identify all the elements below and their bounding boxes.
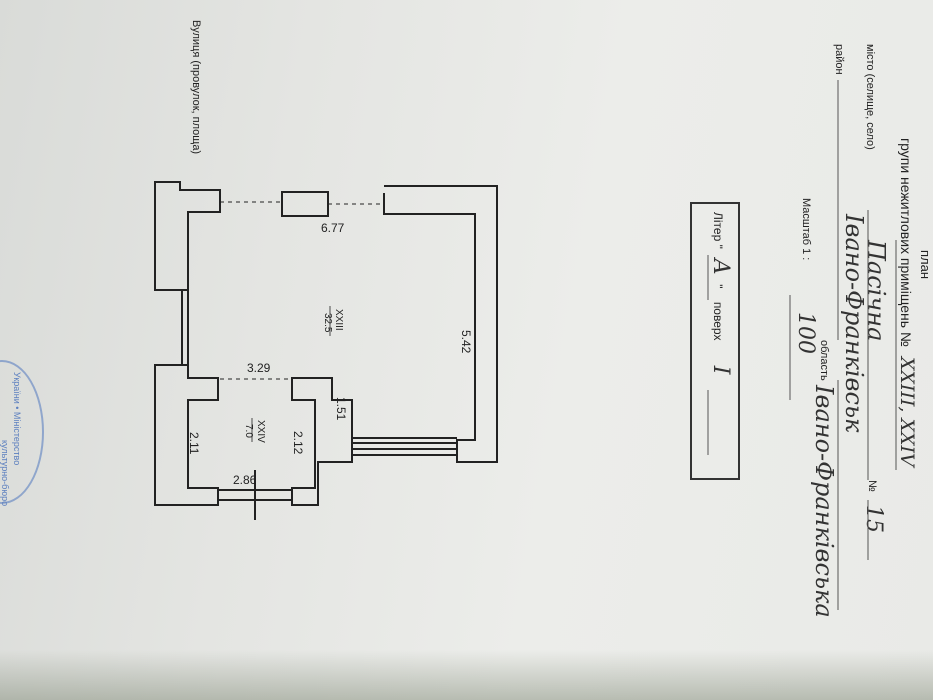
dim-middle-width: 3.29 [247,361,271,375]
dim-small-right: 2.12 [291,431,305,455]
stamp-text-1: України • Міністерство [12,372,22,466]
stamp-text-2: культурно-бюро [0,440,10,507]
dim-top-width: 6.77 [321,221,345,235]
room-number: XXIII [333,309,344,331]
dim-small-left: 2.11 [187,432,201,455]
room-label-xxiv: XXIV 7.0 [243,418,266,443]
dim-wall-depth: 1.51 [334,397,348,421]
room-label-xxiii: XXIII 32.5 [322,306,344,336]
plan-openings [220,201,384,380]
plan-walls [154,181,498,520]
dim-bottom-width: 2.86 [233,473,257,487]
page-bottom-shadow [0,650,933,700]
room-area: 7.0 [243,424,254,438]
room-area: 32.5 [322,313,333,333]
liter-box [690,202,740,480]
dim-right-length: 5.42 [459,330,473,354]
room-number: XXIV [255,420,266,443]
